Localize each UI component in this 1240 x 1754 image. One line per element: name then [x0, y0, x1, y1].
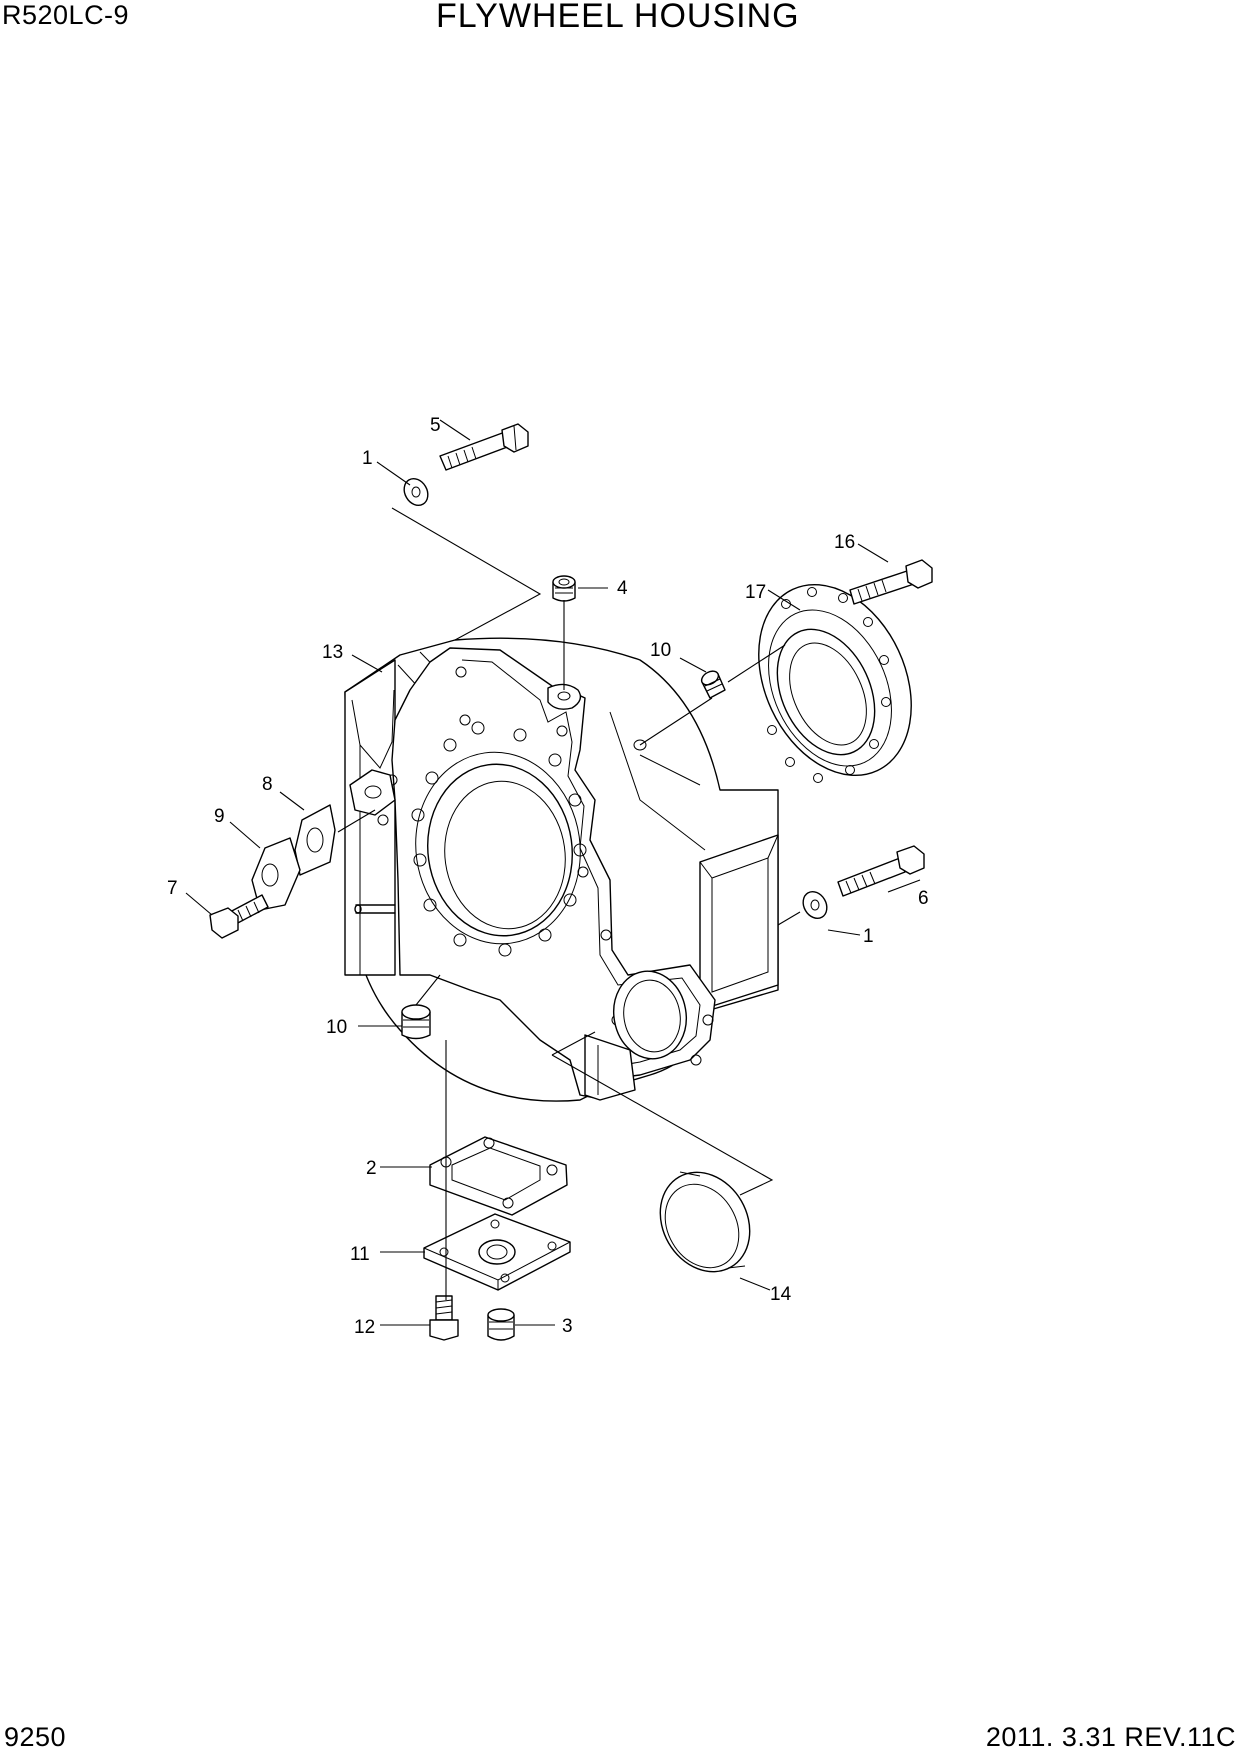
revision-date: 2011. 3.31 REV.11C — [985, 1722, 1236, 1752]
plug-3 — [487, 1308, 515, 1341]
washer-1-top — [403, 477, 429, 507]
page-title: FLYWHEEL HOUSING — [436, 0, 800, 35]
washer-1-right — [802, 890, 828, 920]
cover-plate-11 — [423, 1213, 571, 1291]
callout-10-upper: 10 — [650, 640, 671, 661]
callout-8: 8 — [262, 774, 273, 795]
bolt-6 — [837, 845, 925, 897]
flywheel-housing-body — [344, 637, 779, 1102]
gasket-8 — [294, 804, 336, 876]
callout-13: 13 — [322, 642, 343, 663]
plug-4 — [552, 575, 576, 602]
rear-seal-cover — [758, 583, 912, 783]
bolt-16 — [849, 559, 933, 605]
callout-12: 12 — [354, 1317, 375, 1338]
callout-10-lower: 10 — [326, 1017, 347, 1038]
callout-1-right: 1 — [863, 926, 874, 947]
callout-16: 16 — [834, 532, 855, 553]
callout-2: 2 — [366, 1158, 377, 1179]
callout-11: 11 — [350, 1244, 370, 1265]
bolt-5 — [439, 423, 529, 471]
page-number: 9250 — [4, 1722, 67, 1752]
seal-ring-14 — [659, 1171, 751, 1273]
plug-10-upper — [700, 670, 726, 699]
bolt-12 — [429, 1295, 459, 1341]
bolt-7 — [209, 894, 269, 939]
callout-6: 6 — [918, 888, 929, 909]
callout-3: 3 — [562, 1316, 573, 1337]
callout-14: 14 — [770, 1284, 792, 1305]
gasket-2 — [429, 1136, 568, 1216]
callout-17: 17 — [745, 582, 766, 603]
callout-5: 5 — [430, 415, 441, 436]
callout-7: 7 — [167, 878, 178, 899]
callout-1-top: 1 — [362, 448, 373, 469]
assembly-line-bolt5 — [391, 507, 542, 641]
callout-4: 4 — [617, 578, 628, 599]
model-number: R520LC-9 — [2, 0, 130, 30]
callout-labels: 1 5 4 16 17 10 13 8 9 7 6 1 10 2 11 12 3… — [167, 415, 929, 1338]
callout-leaders — [185, 419, 921, 1326]
plug-10-lower — [401, 1004, 431, 1040]
callout-9: 9 — [214, 806, 225, 827]
cover-9 — [251, 837, 301, 911]
